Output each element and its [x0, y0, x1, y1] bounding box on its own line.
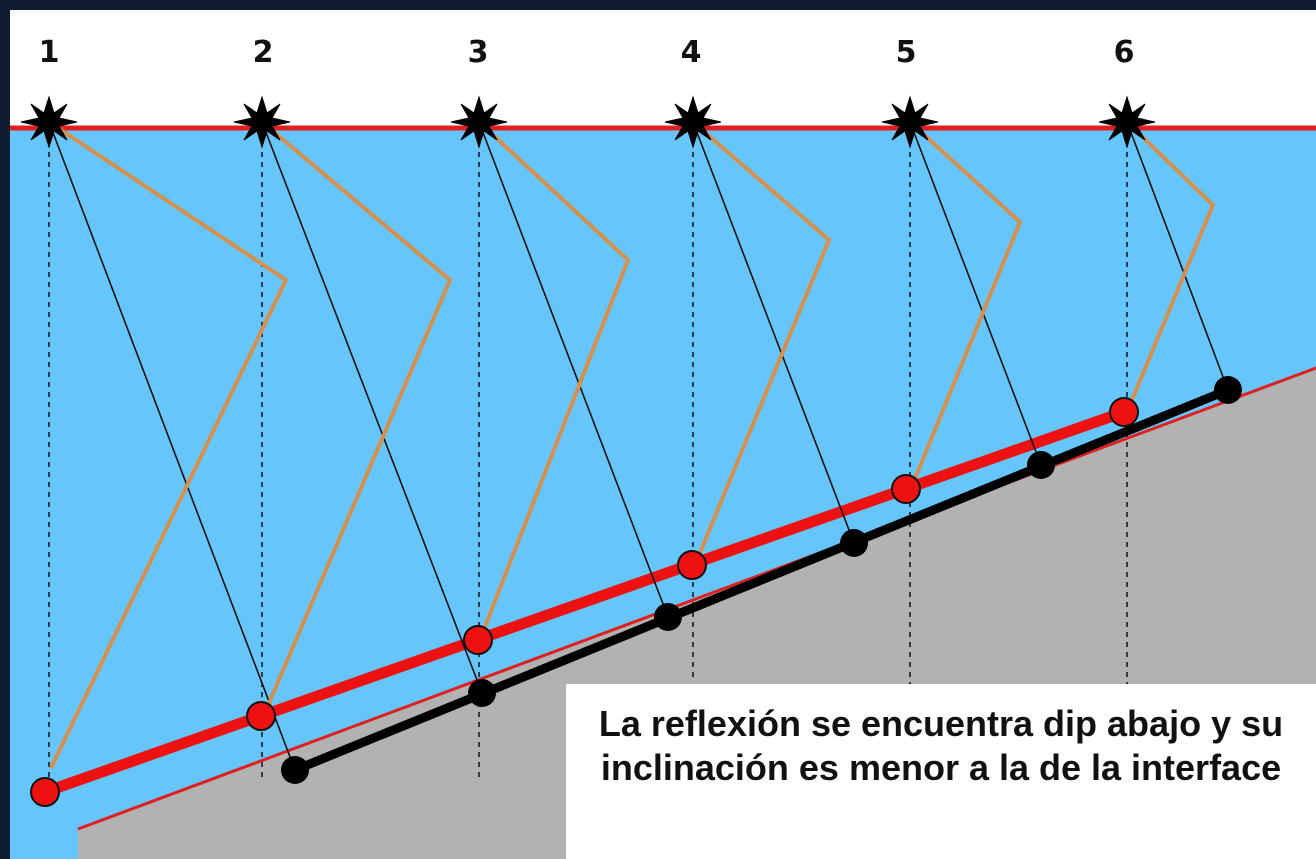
raypath-6 — [1125, 120, 1216, 413]
apparent-reflection-points — [30, 397, 1139, 807]
migrated-reflector-segment — [39, 406, 1130, 798]
true-point-5 — [1027, 451, 1055, 479]
shot-label-6: 6 — [1114, 35, 1135, 70]
star-icon-2 — [233, 95, 291, 149]
raypath-1 — [47, 120, 289, 769]
true-reflector-segment — [290, 385, 1233, 775]
apparent-point-5 — [891, 474, 921, 504]
star-icon-4 — [664, 95, 722, 149]
apparent-point-6 — [1109, 397, 1139, 427]
apparent-point-3 — [463, 625, 493, 655]
shot-label-2: 2 — [253, 35, 274, 70]
raypath-5 — [908, 120, 1023, 487]
caption-text: La reflexión se encuentra dip abajo y su… — [598, 703, 1284, 788]
normal-ray-2 — [261, 121, 483, 694]
normal-ray-6 — [1126, 121, 1229, 391]
true-point-6 — [1214, 376, 1242, 404]
normal-ray-4 — [692, 121, 855, 544]
true-reflection-points — [281, 376, 1242, 784]
normal-rays — [48, 121, 1229, 771]
apparent-point-2 — [246, 701, 276, 731]
true-point-4 — [840, 529, 868, 557]
shot-label-5: 5 — [896, 35, 917, 70]
raypath-4 — [691, 120, 832, 561]
normal-ray-3 — [478, 121, 669, 618]
true-point-1 — [281, 756, 309, 784]
star-icon-3 — [450, 95, 508, 149]
shot-labels: 1 2 3 4 5 6 — [39, 35, 1135, 70]
raypath-2 — [260, 120, 453, 711]
normal-ray-1 — [48, 121, 296, 771]
apparent-point-4 — [677, 550, 707, 580]
normal-ray-5 — [909, 121, 1042, 466]
raypath-3 — [477, 120, 631, 638]
true-point-3 — [654, 603, 682, 631]
shot-label-4: 4 — [681, 35, 702, 70]
star-icon-5 — [881, 95, 939, 149]
true-point-2 — [468, 679, 496, 707]
star-icon-6 — [1098, 95, 1156, 149]
raypaths — [47, 120, 1216, 769]
shot-markers — [20, 95, 1156, 149]
shot-label-3: 3 — [468, 35, 489, 70]
caption-box: La reflexión se encuentra dip abajo y su… — [566, 684, 1316, 859]
dipping-interface-line — [77, 366, 1316, 831]
star-icon-1 — [20, 95, 78, 149]
apparent-point-1 — [30, 777, 60, 807]
shot-label-1: 1 — [39, 35, 60, 70]
